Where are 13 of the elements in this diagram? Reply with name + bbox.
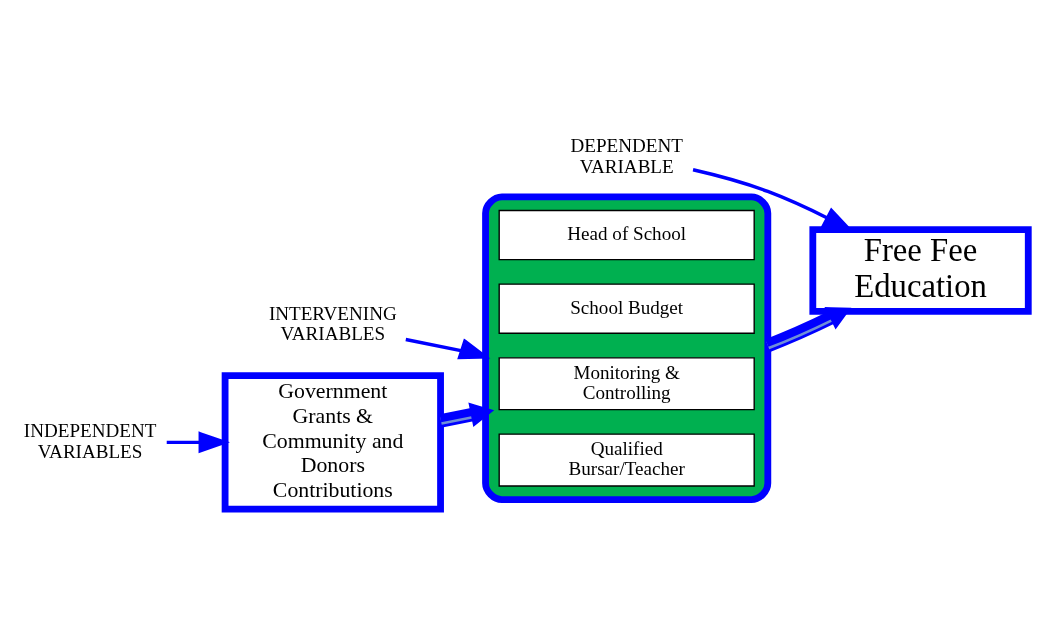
arrow: [166, 431, 230, 454]
node-box: Head of School: [498, 209, 755, 261]
arrow: [439, 402, 495, 428]
node-text: INTERVENING VARIABLES: [268, 302, 397, 345]
node-text: INDEPENDENT VARIABLES: [23, 420, 157, 462]
node-box: School Budget: [498, 283, 755, 334]
cluster: [482, 193, 772, 504]
node-box: Free Fee Education: [809, 226, 1032, 315]
node-box: Government Grants & Community and Donors Contributions: [221, 372, 444, 513]
node-box: Monitoring & Controlling: [498, 357, 755, 411]
arrow: [765, 307, 852, 352]
node-box: Qualified Bursar/Teacher: [498, 433, 755, 487]
node-text: DEPENDENT VARIABLE: [570, 135, 683, 177]
